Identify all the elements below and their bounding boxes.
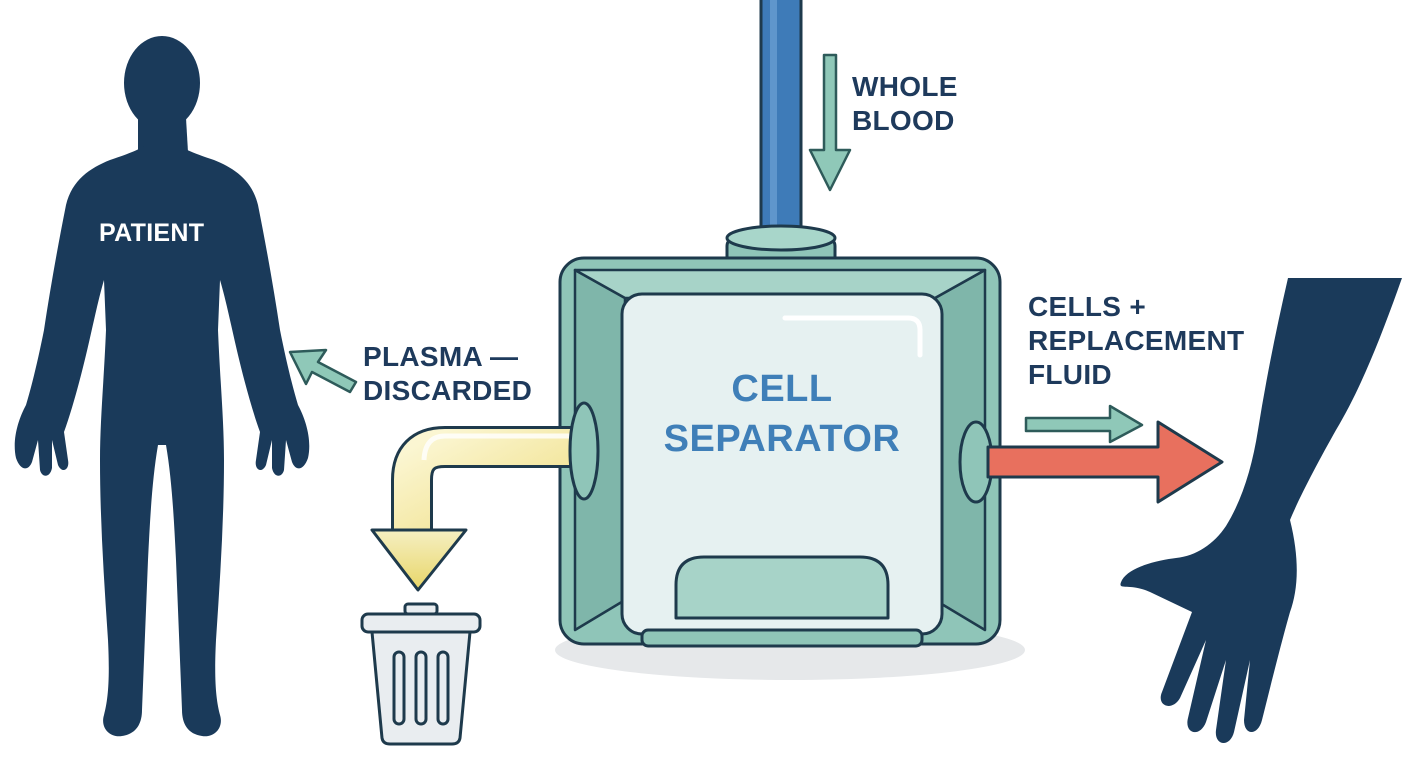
separator-line-2: SEPARATOR bbox=[663, 418, 901, 460]
return-flow-arrow bbox=[986, 420, 1224, 504]
cells-line-2: REPLACEMENT bbox=[1028, 325, 1245, 356]
cells-line-1: CELLS + bbox=[1028, 291, 1147, 322]
whole-blood-label: WHOLE BLOOD bbox=[852, 70, 958, 138]
cells-replacement-fluid-label: CELLS + REPLACEMENT FLUID bbox=[1028, 290, 1244, 392]
plasma-line-2: DISCARDED bbox=[363, 375, 533, 406]
whole-blood-line-1: WHOLE bbox=[852, 71, 958, 102]
cell-separator-label: CELL SEPARATOR bbox=[622, 364, 942, 464]
whole-blood-tube bbox=[759, 0, 803, 244]
patient-silhouette bbox=[14, 36, 310, 737]
plasma-arrow bbox=[288, 348, 358, 394]
cells-line-3: FLUID bbox=[1028, 359, 1112, 390]
cell-separator-machine bbox=[555, 224, 1025, 680]
plasma-discarded-label: PLASMA — DISCARDED bbox=[363, 340, 532, 408]
arm-silhouette bbox=[1120, 278, 1402, 744]
separator-line-1: CELL bbox=[731, 368, 833, 410]
patient-label-text: PATIENT bbox=[99, 219, 205, 247]
whole-blood-arrow bbox=[808, 53, 852, 192]
patient-label: PATIENT bbox=[99, 217, 204, 249]
whole-blood-line-2: BLOOD bbox=[852, 105, 955, 136]
trash-bin-icon bbox=[360, 602, 482, 746]
cells-flow-arrow bbox=[1024, 404, 1144, 444]
plasma-line-1: PLASMA — bbox=[363, 341, 519, 372]
plasma-discard-arrow bbox=[370, 528, 468, 592]
plasma-outlet-tube bbox=[391, 401, 600, 535]
